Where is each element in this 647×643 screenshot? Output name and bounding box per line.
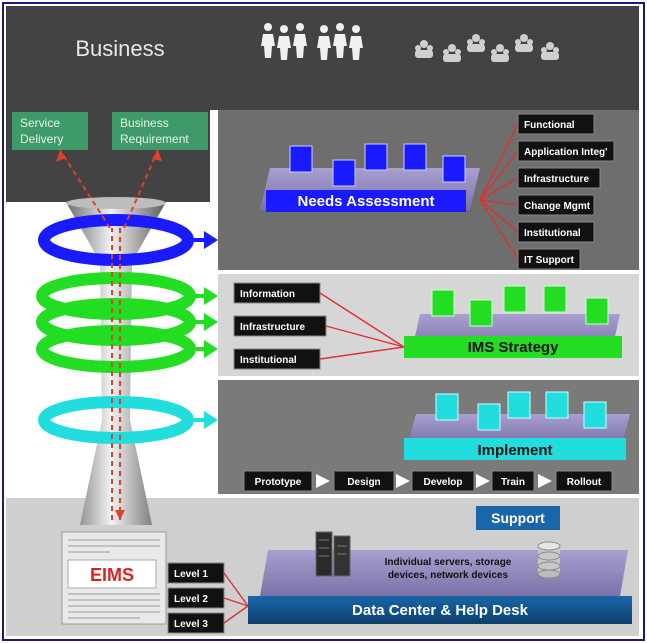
support-levels: Level 1 Level 2 Level 3 [167, 562, 225, 634]
level-3: Level 3 [174, 619, 208, 630]
ims-item-list: Information Infrastructure Institutional [233, 282, 327, 370]
needs-assessment-bar [266, 190, 466, 212]
implement-cubes [435, 391, 607, 431]
service-delivery-line1: Service [20, 116, 60, 130]
funnel-rim [66, 197, 166, 209]
red-arrowhead-right [152, 150, 162, 161]
step-arrow [538, 474, 552, 488]
needs-item-box [517, 248, 581, 270]
needs-item-box [517, 221, 595, 243]
business-title: Business [75, 36, 164, 61]
needs-item-functional: Functional [524, 120, 575, 131]
green-arrow-2 [188, 313, 218, 331]
service-delivery-box [12, 112, 88, 150]
needs-item-box [517, 140, 615, 162]
needs-item-institutional: Institutional [524, 228, 581, 239]
step-rollout: Rollout [567, 477, 602, 488]
support-connectors [223, 572, 249, 624]
red-arrowhead-left [56, 150, 66, 162]
ims-connectors [319, 292, 405, 360]
implement-steps: Prototype Design Develop Train Rollout [243, 470, 613, 492]
ims-strategy-bar [404, 336, 622, 358]
server-rack-icon [315, 531, 351, 577]
green-rings [36, 272, 218, 373]
needs-item-box [517, 167, 601, 189]
step-box [333, 470, 395, 492]
needs-item-it-support: IT Support [524, 255, 575, 266]
implement-bar [404, 438, 626, 460]
level-2: Level 2 [174, 594, 208, 605]
ims-item-institutional: Institutional [240, 355, 297, 366]
level-1: Level 1 [174, 569, 208, 580]
needs-item-list: Functional Application Integ' Infrastruc… [517, 113, 615, 270]
step-arrow [476, 474, 490, 488]
service-delivery-line2: Delivery [20, 132, 63, 146]
implement-platform [408, 414, 630, 444]
ims-cubes [431, 285, 609, 327]
needs-connectors [479, 123, 519, 260]
blue-ring [38, 214, 218, 266]
red-dashed-arrows [59, 149, 159, 520]
needs-item-box [517, 194, 595, 216]
data-center-bar [248, 596, 632, 624]
step-arrow [316, 474, 330, 488]
eims-label: EIMS [90, 565, 134, 585]
blue-arrow [186, 231, 218, 249]
step-design: Design [347, 477, 380, 488]
support-badge [476, 506, 560, 530]
red-arrowhead-down [115, 510, 125, 520]
needs-item-application-integ: Application Integ' [524, 147, 608, 158]
business-requirement-line2: Requirement [120, 132, 189, 146]
needs-item-box [517, 113, 595, 135]
step-box [555, 470, 613, 492]
implement-title: Implement [477, 442, 552, 459]
step-prototype: Prototype [255, 477, 302, 488]
ims-item-information: Information [240, 289, 295, 300]
newspaper-icon [61, 531, 167, 625]
cyan-ring [38, 396, 218, 444]
ims-item-infrastructure: Infrastructure [240, 322, 305, 333]
data-center-title: Data Center & Help Desk [352, 602, 529, 619]
support-platform [260, 550, 628, 596]
step-develop: Develop [424, 477, 463, 488]
needs-item-infrastructure: Infrastructure [524, 174, 589, 185]
cyan-arrow [186, 411, 218, 429]
needs-assessment-title: Needs Assessment [297, 193, 434, 210]
ims-strategy-title: IMS Strategy [468, 339, 560, 356]
database-stack-icon [537, 541, 561, 579]
step-arrow [396, 474, 410, 488]
business-requirement-line1: Business [120, 116, 169, 130]
business-requirement-box [112, 112, 208, 150]
support-title: Support [491, 510, 545, 526]
green-arrow-3 [188, 340, 218, 358]
people-group-icon [261, 23, 363, 60]
devices-line1: Individual servers, storage [385, 557, 512, 568]
devices-line2: devices, network devices [388, 570, 509, 581]
step-box [411, 470, 475, 492]
step-train: Train [501, 477, 525, 488]
needs-cubes [289, 143, 466, 187]
step-box [491, 470, 535, 492]
green-arrow-1 [188, 287, 218, 305]
network-people-icon [415, 34, 559, 62]
step-box [243, 470, 313, 492]
needs-item-change-mgmt: Change Mgmt [524, 201, 591, 212]
